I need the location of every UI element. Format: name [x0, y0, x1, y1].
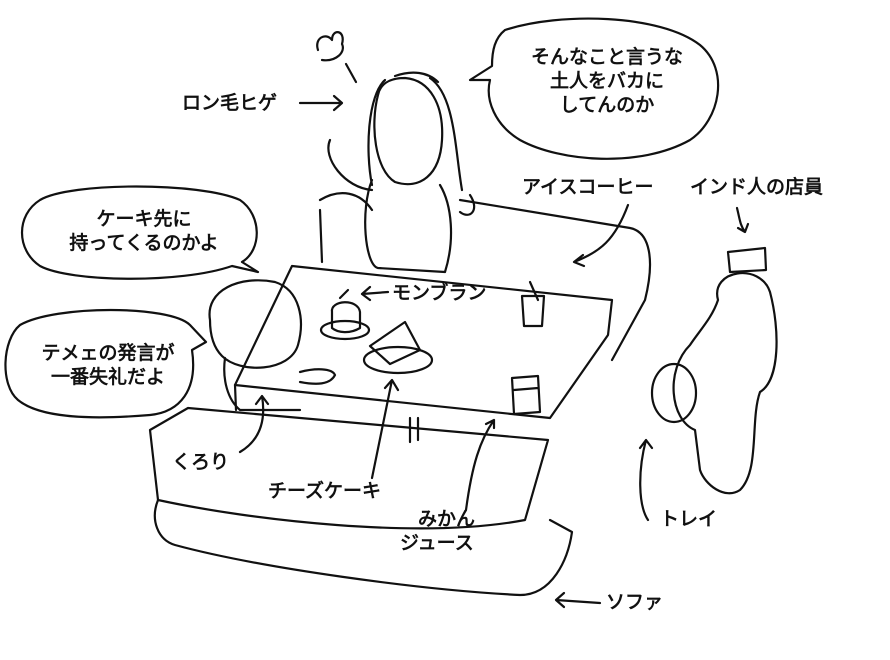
clerk-tray [650, 362, 698, 424]
bubble-left-lower-text: テメェの発言が 一番失礼だよ [18, 342, 198, 390]
label-cheesecake: チーズケーキ [268, 480, 382, 502]
bubble-left-upper-line-2: 持ってくるのかよ [69, 231, 219, 254]
iced-coffee-glass [520, 280, 546, 328]
bubble-left-upper-outline [20, 185, 260, 280]
label-kuroro: くろり [172, 451, 230, 473]
label-iced-coffee: アイスコーヒー [522, 176, 654, 198]
clerk-body [672, 272, 778, 495]
arrow-iced-coffee [572, 203, 630, 268]
arrow-sofa [554, 591, 602, 609]
bubble-left-upper-line-1: ケーキ先に [96, 208, 192, 230]
montblanc-cake [330, 288, 362, 334]
label-orange-juice-line1: みかん [418, 508, 476, 530]
label-indian-clerk: インド人の店員 [690, 176, 824, 198]
man-hair [367, 71, 464, 192]
arrow-tray [638, 438, 654, 522]
bubble-top-right-line-1: そんなこと言うな [530, 46, 683, 68]
label-long-hair-beard: ロン毛ヒゲ [182, 92, 278, 114]
bubble-top-right-outline [468, 17, 720, 160]
man-body [364, 178, 453, 274]
orange-juice-glass [510, 374, 542, 416]
label-mont-blanc: モンブラン [392, 282, 487, 304]
man-arms [327, 138, 476, 216]
bubble-left-lower-line-1: テメェの発言が [41, 342, 175, 364]
arrow-orange-juice [464, 418, 496, 512]
bubble-top-right-line-2: 土人をバカに [549, 69, 664, 92]
arrow-indian-clerk [735, 206, 750, 234]
bubble-top-right-line-3: してんのか [559, 93, 655, 116]
bubble-left-upper-text: ケーキ先に 持ってくるのかよ [44, 208, 244, 256]
cheesecake-slice [368, 320, 422, 366]
front-sofa-upper [148, 406, 550, 530]
back-sofa [318, 192, 652, 362]
cheesecake-plate [362, 345, 434, 375]
arrow-mont-blanc [360, 285, 390, 302]
label-orange-juice-line2: ジュース [400, 532, 474, 554]
man-head [373, 76, 444, 186]
arrow-long-hair-beard [298, 94, 344, 112]
kuroro-head [208, 279, 302, 369]
bubble-left-lower-line-2: 一番失礼だよ [50, 365, 165, 388]
montblanc-plate [319, 319, 371, 341]
table-top [233, 264, 614, 420]
bubble-top-right-text: そんなこと言うな 土人をバカに してんのか [512, 46, 702, 117]
steam-doodle [316, 31, 358, 84]
kuroro-body [223, 356, 337, 412]
front-sofa-lower [153, 498, 574, 597]
clerk-hat [726, 246, 768, 274]
arrow-kuroro [238, 394, 270, 454]
bubble-left-lower-outline [4, 308, 208, 419]
label-sofa: ソファ [606, 591, 664, 613]
arrow-cheesecake [370, 378, 400, 480]
label-tray: トレイ [660, 508, 718, 530]
